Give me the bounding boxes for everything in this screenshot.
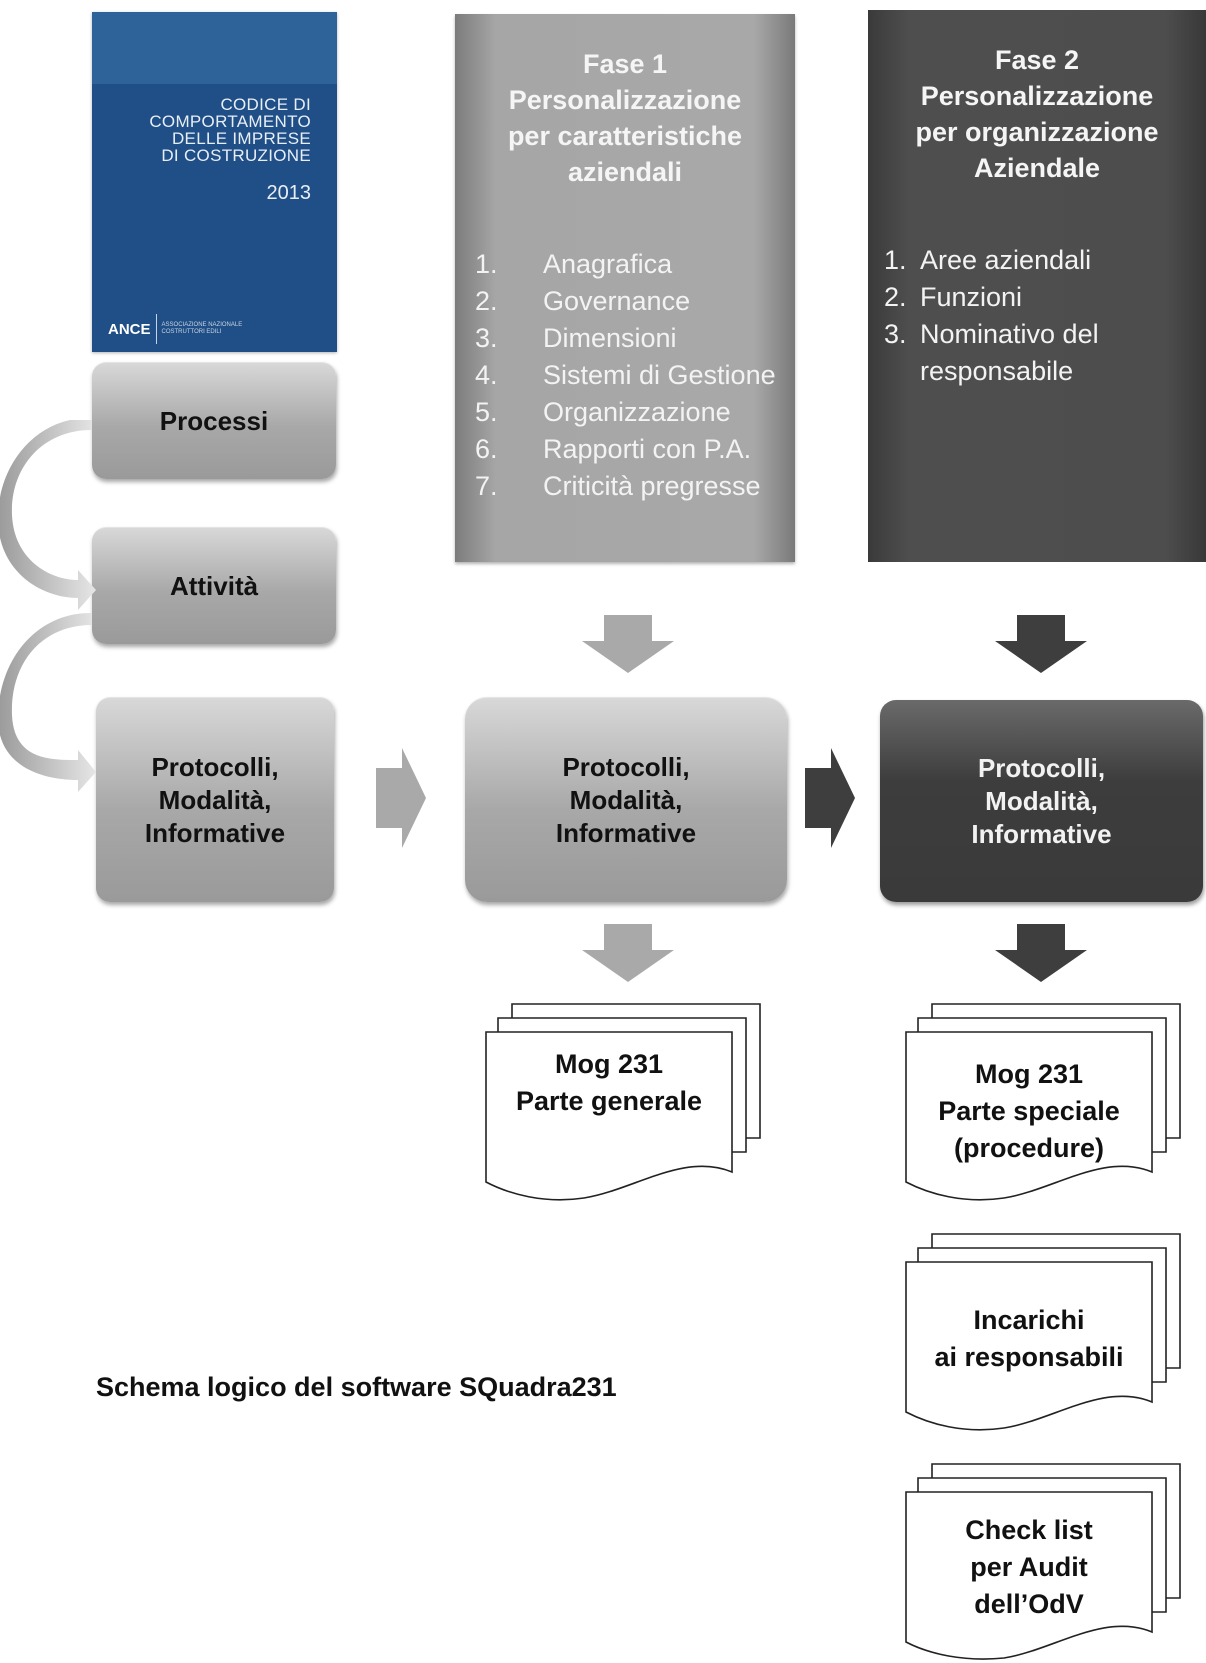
logo-divider xyxy=(155,314,157,344)
item-number: 1. xyxy=(475,249,498,279)
curved-arrow-attivita-protocolli xyxy=(0,612,96,792)
list-item: 5. Organizzazione xyxy=(475,394,810,431)
list-item: 1. Aree aziendali xyxy=(884,242,1099,279)
item-label: Governance xyxy=(543,286,691,316)
logo-text: ANCE xyxy=(108,320,151,338)
item-label: Funzioni xyxy=(920,282,1023,312)
item-label: Dimensioni xyxy=(543,323,677,353)
item-number: 7. xyxy=(475,471,498,501)
phase1-protocolli-box: Protocolli, Modalità, Informative xyxy=(465,697,787,902)
down-arrow-phase1-top xyxy=(582,615,674,673)
item-number xyxy=(884,353,920,390)
cover-title: CODICE DI COMPORTAMENTO DELLE IMPRESE DI… xyxy=(149,96,311,164)
document-stack-icon xyxy=(905,1463,1181,1660)
item-number: 4. xyxy=(475,360,498,390)
item-number: 2. xyxy=(884,282,907,312)
item-number: 6. xyxy=(475,434,498,464)
phase1-protocolli-label: Protocolli, Modalità, Informative xyxy=(555,751,697,848)
phase2-panel: Fase 2 Personalizzazione per organizzazi… xyxy=(868,10,1206,562)
item-label: Sistemi di Gestione xyxy=(543,360,776,390)
item-label: Aree aziendali xyxy=(920,245,1092,275)
curved-arrow-processi-attivita xyxy=(0,420,96,610)
down-arrow-phase1-bottom xyxy=(582,924,674,982)
item-label: Criticità pregresse xyxy=(543,471,761,501)
item-number: 2. xyxy=(475,286,498,316)
cover-year: 2013 xyxy=(266,182,312,204)
doc-checklist: Check list per Audit dell’OdV xyxy=(904,1462,1184,1662)
phase2-title: Fase 2 Personalizzazione per organizzazi… xyxy=(915,45,1159,183)
list-item: 3. Dimensioni xyxy=(475,320,810,357)
item-label: Organizzazione xyxy=(543,397,731,427)
phase1-title: Fase 1 Personalizzazione per caratterist… xyxy=(507,49,743,187)
phase1-panel: Fase 1 Personalizzazione per caratterist… xyxy=(455,14,795,562)
item-number: 3. xyxy=(475,323,498,353)
list-item: 3. Nominativo del xyxy=(884,316,1099,353)
logo-subtitle: ASSOCIAZIONE NAZIONALE COSTRUTTORI EDILI xyxy=(161,322,243,335)
doc-mog231-speciale: Mog 231 Parte speciale (procedure) xyxy=(904,1002,1184,1212)
list-item: 2. Funzioni xyxy=(884,279,1099,316)
left-protocolli-box: Protocolli, Modalità, Informative xyxy=(96,697,334,902)
list-item: 7. Criticità pregresse xyxy=(475,468,810,505)
cover-title-line: COMPORTAMENTO xyxy=(149,112,311,131)
right-arrow-left-to-phase1 xyxy=(376,748,426,848)
doc-mog231-speciale-label: Mog 231 Parte speciale (procedure) xyxy=(938,1059,1120,1163)
doc-incarichi-label: Incarichi ai responsabili xyxy=(934,1305,1124,1372)
cover-top-band xyxy=(92,12,337,84)
item-label: responsabile xyxy=(920,356,1074,386)
right-arrow-phase1-to-phase2 xyxy=(805,748,855,848)
doc-incarichi: Incarichi ai responsabili xyxy=(904,1232,1184,1442)
list-item: 2. Governance xyxy=(475,283,810,320)
document-stack-icon xyxy=(905,1003,1181,1201)
down-arrow-phase2-top xyxy=(995,615,1087,673)
phase2-protocolli-box: Protocolli, Modalità, Informative xyxy=(880,700,1203,902)
book-cover: CODICE DI COMPORTAMENTO DELLE IMPRESE DI… xyxy=(92,12,337,352)
attivita-box: Attività xyxy=(92,527,336,644)
processi-box: Processi xyxy=(92,362,336,479)
list-item: 6. Rapporti con P.A. xyxy=(475,431,810,468)
down-arrow-phase2-bottom xyxy=(995,924,1087,982)
doc-mog231-generale-label: Mog 231 Parte generale xyxy=(515,1049,703,1116)
curved-arrows xyxy=(0,420,96,792)
item-number: 5. xyxy=(475,397,498,427)
ance-logo: ANCE ASSOCIAZIONE NAZIONALE COSTRUTTORI … xyxy=(108,314,262,344)
item-label: Rapporti con P.A. xyxy=(543,434,752,464)
cover-title-line: DI COSTRUZIONE xyxy=(161,146,311,165)
phase2-list: 1. Aree aziendali 2. Funzioni 3. Nominativo… xyxy=(884,242,1099,390)
caption: Schema logico del software SQuadra231 xyxy=(96,1372,617,1402)
phase2-protocolli-label: Protocolli, Modalità, Informative xyxy=(971,752,1112,849)
list-item: 1. Anagrafica xyxy=(475,246,810,283)
document-stack-icon xyxy=(485,1003,761,1201)
left-protocolli-label: Protocolli, Modalità, Informative xyxy=(144,751,286,848)
doc-mog231-generale: Mog 231 Parte generale xyxy=(484,1002,764,1212)
list-item: responsabile xyxy=(884,353,1099,390)
item-label: Anagrafica xyxy=(543,249,673,279)
phase1-list: 1. Anagrafica 2. Governance 3. Dimensioni 4… xyxy=(475,246,810,505)
list-item: 4. Sistemi di Gestione xyxy=(475,357,810,394)
cover-title-line: CODICE DI xyxy=(220,95,311,114)
doc-checklist-label: Check list per Audit dell’OdV xyxy=(965,1515,1093,1619)
document-stack-icon xyxy=(905,1233,1181,1431)
item-number: 1. xyxy=(884,245,907,275)
item-number: 3. xyxy=(884,319,907,349)
cover-title-line: DELLE IMPRESE xyxy=(171,129,311,148)
processi-label: Processi xyxy=(159,405,269,436)
item-label: Nominativo del xyxy=(920,319,1099,349)
attivita-label: Attività xyxy=(169,570,259,601)
